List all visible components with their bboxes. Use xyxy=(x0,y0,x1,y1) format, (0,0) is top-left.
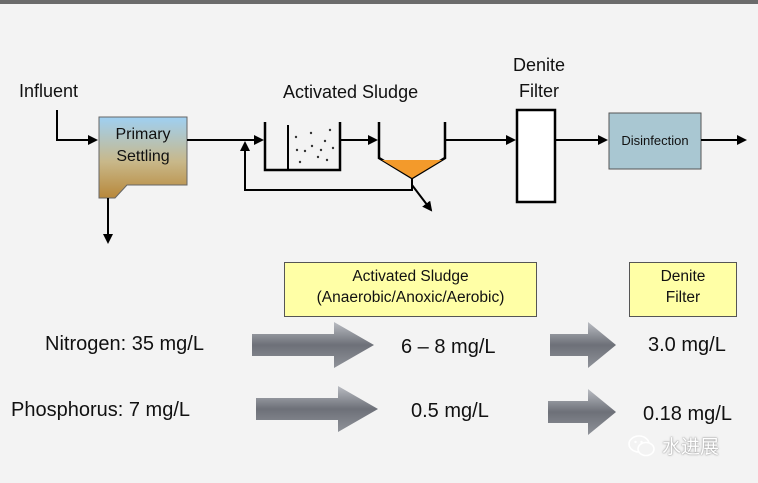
return-sludge-arrow xyxy=(240,141,413,191)
wechat-icon xyxy=(628,434,655,456)
nitrogen-after-activated-sludge: 6 – 8 mg/L xyxy=(401,336,496,358)
activated-sludge-box-line-1: Activated Sludge xyxy=(352,268,469,285)
influent-label: Influent xyxy=(19,81,79,101)
denite-filter-label: Denite Filter xyxy=(497,52,581,104)
denite-filter xyxy=(515,108,557,204)
watermark-text: 水进展 xyxy=(662,436,720,458)
aeration-bubbles xyxy=(294,128,335,164)
denite-filter-box: Denite Filter xyxy=(629,262,737,317)
denite-filter-box-line-1: Denite xyxy=(660,268,706,285)
denite-filter-line-1: Denite xyxy=(512,55,566,75)
denite-filter-box-line-2: Filter xyxy=(665,289,701,306)
denite-filter-line-2: Filter xyxy=(519,81,559,101)
phosphorus-influent-label: Phosphorus: 7 mg/L xyxy=(11,399,190,421)
activated-sludge-box-line-2: (Anaerobic/Anoxic/Aerobic) xyxy=(316,289,505,306)
primary-settling-line-2: Settling xyxy=(116,148,170,165)
primary-settling-label: Primary Settling xyxy=(99,124,187,168)
settled-sludge xyxy=(382,160,442,178)
nitrogen-after-denite-filter: 3.0 mg/L xyxy=(648,334,726,356)
waste-sludge-arrow xyxy=(411,178,433,212)
phosphorus-after-activated-sludge: 0.5 mg/L xyxy=(411,400,489,422)
nitrogen-influent-label: Nitrogen: 35 mg/L xyxy=(45,333,204,355)
disinfection-label: Disinfection xyxy=(621,133,689,148)
watermark: 水进展 xyxy=(628,432,719,459)
primary-settling-line-1: Primary xyxy=(115,126,171,143)
process-flow-diagram xyxy=(56,108,747,244)
nitrogen-arrow-2 xyxy=(550,322,616,368)
activated-sludge-box: Activated Sludge (Anaerobic/Anoxic/Aerob… xyxy=(284,262,537,317)
activated-sludge-label: Activated Sludge xyxy=(283,82,419,102)
aeration-tank xyxy=(263,122,342,172)
phosphorus-arrow-2 xyxy=(548,389,616,435)
nitrogen-arrow-1 xyxy=(252,322,374,368)
top-rule xyxy=(0,0,758,4)
phosphorus-after-denite-filter: 0.18 mg/L xyxy=(643,403,732,425)
influent-arrow xyxy=(56,110,98,145)
disinfection-box xyxy=(608,112,702,170)
primary-settling-tank xyxy=(98,116,188,199)
phosphorus-arrow-1 xyxy=(256,386,378,432)
